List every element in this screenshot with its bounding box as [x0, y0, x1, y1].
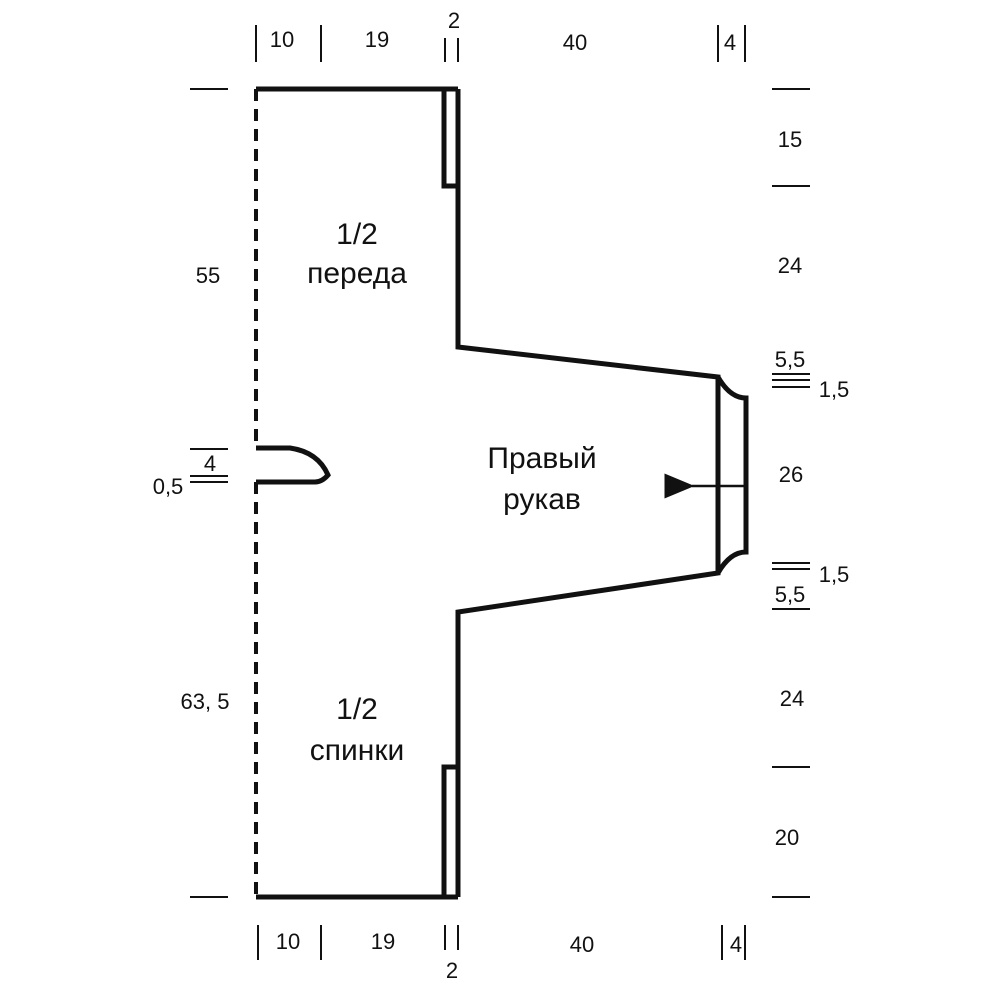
bottom-dimension-ticks	[257, 925, 746, 960]
front-fraction-label: 1/2	[336, 218, 378, 251]
front-name-label: переда	[307, 257, 407, 290]
bottom-dim-a: 10	[276, 929, 300, 954]
top-dim-c: 2	[448, 8, 460, 33]
front-band	[441, 89, 458, 189]
top-dim-d: 40	[563, 30, 587, 55]
right-dim-4: 1,5	[819, 377, 850, 402]
left-dim-neck-width: 4	[204, 451, 216, 476]
back-fraction-label: 1/2	[336, 693, 378, 726]
bottom-dim-b: 19	[371, 929, 395, 954]
bottom-dim-e: 4	[730, 932, 742, 957]
left-dim-back-height: 63, 5	[181, 689, 230, 714]
right-dim-5: 26	[779, 462, 803, 487]
top-dim-a: 10	[270, 27, 294, 52]
top-dimension-ticks	[255, 25, 746, 62]
right-dim-3: 5,5	[775, 347, 806, 372]
neckline	[256, 445, 331, 485]
bottom-dim-c: 2	[446, 958, 458, 983]
sleeve-label-line2: рукав	[503, 483, 581, 516]
right-dimension-ticks	[772, 88, 810, 898]
sleeve-cuff	[715, 375, 749, 575]
right-dim-7: 5,5	[775, 582, 806, 607]
garment-outline	[256, 86, 721, 900]
left-dim-front-height: 55	[196, 263, 220, 288]
left-dimension-ticks	[190, 88, 228, 898]
right-dim-1: 15	[778, 127, 802, 152]
back-name-label: спинки	[310, 734, 404, 767]
bottom-dim-d: 40	[570, 932, 594, 957]
back-band	[441, 764, 458, 897]
right-dim-9: 20	[775, 825, 799, 850]
top-dim-e: 4	[724, 30, 736, 55]
right-dim-8: 24	[780, 686, 804, 711]
sleeve-label-line1: Правый	[487, 442, 596, 475]
right-dim-6: 1,5	[819, 562, 850, 587]
top-dim-b: 19	[365, 27, 389, 52]
left-dim-neck-depth: 0,5	[153, 474, 184, 499]
right-dim-2: 24	[778, 253, 802, 278]
